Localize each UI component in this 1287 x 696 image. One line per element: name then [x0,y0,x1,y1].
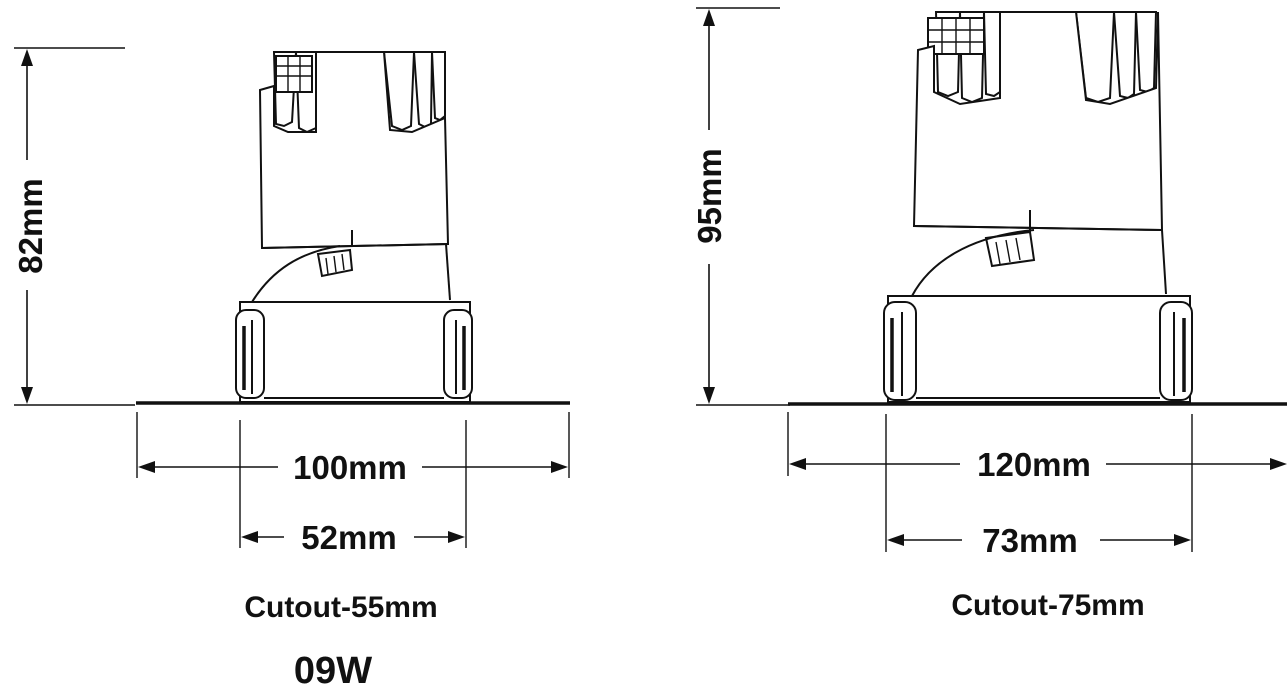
left-height-label: 82mm [12,178,49,273]
left-cutout-label: Cutout-55mm [244,591,437,624]
right-inner-width-label: 73mm [982,522,1077,559]
right-height-label: 95mm [691,148,728,243]
left-fixture: 82mm [12,47,570,692]
right-inner-width-dimension: 73mm [885,414,1193,559]
right-outer-width-dimension: 120mm [787,412,1287,483]
left-outer-width-dimension: 100mm [136,412,570,486]
right-outer-width-label: 120mm [977,446,1091,483]
left-outer-width-label: 100mm [293,449,407,486]
left-height-dimension: 82mm [12,47,135,406]
left-power-label: 09W [294,650,372,692]
right-upper-body [912,11,1164,232]
left-inner-width-label: 52mm [301,519,396,556]
right-heatsink [927,11,1158,104]
right-lower-housing [883,295,1193,403]
left-inner-width-dimension: 52mm [239,420,467,556]
right-cutout-label: Cutout-75mm [951,589,1144,622]
left-heatsink [272,51,446,134]
right-fixture: 95mm [691,7,1287,622]
left-lower-housing [235,301,473,403]
right-height-dimension: 95mm [691,7,790,406]
